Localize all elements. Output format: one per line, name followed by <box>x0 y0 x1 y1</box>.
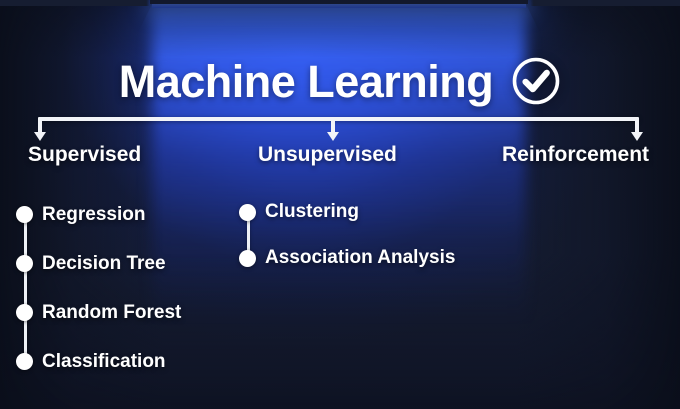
list-item: Regression <box>16 190 181 239</box>
list-item: Random Forest <box>16 288 181 337</box>
connector-line <box>38 117 639 121</box>
list-item-label: Random Forest <box>42 301 182 323</box>
arrow-down-icon-unsupervised <box>327 119 339 141</box>
page-title: Machine Learning <box>118 55 494 107</box>
branch-connector <box>34 117 643 143</box>
bullet-dot-icon <box>16 255 33 272</box>
branch-list-unsupervised: Clustering Association Analysis <box>239 189 455 281</box>
bullet-dot-icon <box>16 304 33 321</box>
top-edge-shadow <box>0 0 680 6</box>
list-item-label: Classification <box>42 350 166 372</box>
list-item-label: Decision Tree <box>42 252 166 274</box>
branch-heading-reinforcement: Reinforcement <box>502 143 650 166</box>
title-row: Machine Learning <box>0 56 680 106</box>
list-item-label: Clustering <box>265 201 359 222</box>
branch-heading-supervised: Supervised <box>28 143 142 166</box>
branch-list-supervised: Regression Decision Tree Random Forest C… <box>16 190 181 386</box>
bullet-dot-icon <box>16 353 33 370</box>
bullet-dot-icon <box>16 206 33 223</box>
list-item: Classification <box>16 337 181 386</box>
arrow-down-icon-reinforcement <box>631 119 643 141</box>
list-item: Decision Tree <box>16 239 181 288</box>
check-circle-icon <box>512 57 560 105</box>
list-item-label: Association Analysis <box>265 247 456 268</box>
bullet-dot-icon <box>239 203 256 221</box>
branch-heading-unsupervised: Unsupervised <box>258 143 397 166</box>
list-spine-unsupervised <box>246 212 250 258</box>
arrow-down-icon-supervised <box>34 119 46 141</box>
bullet-dot-icon <box>239 249 256 267</box>
list-item: Association Analysis <box>239 235 455 281</box>
list-spine-supervised <box>23 214 27 361</box>
list-item: Clustering <box>239 189 455 235</box>
list-item-label: Regression <box>42 203 146 225</box>
